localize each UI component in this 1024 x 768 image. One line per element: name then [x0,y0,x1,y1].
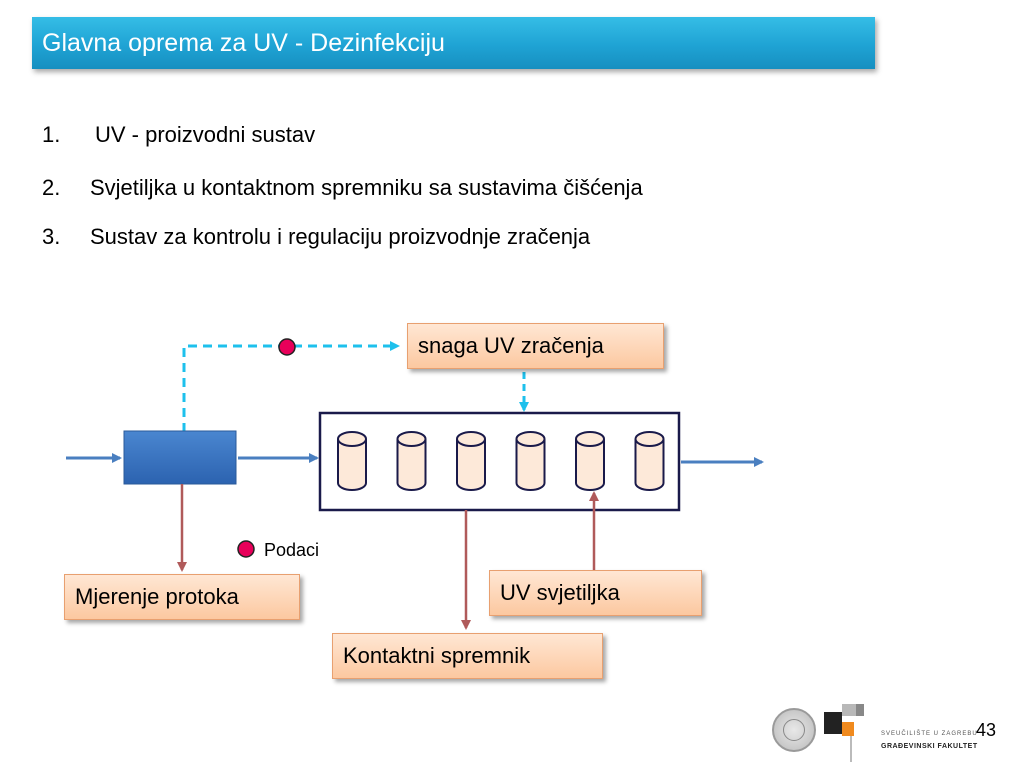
page-number: 43 [976,720,997,740]
uv-lamps-group [337,431,665,491]
list-text: Svjetiljka u kontaktnom spremniku sa sus… [90,175,643,200]
list-text: UV - proizvodni sustav [95,122,316,147]
title-bar: Glavna oprema za UV - Dezinfekciju [32,17,875,69]
list-number: 2. [42,175,61,200]
list-item-2: 2. Svjetiljka u kontaktnom spremniku sa … [42,175,842,203]
uv-lamp-body [456,439,486,491]
data-dot-icon [278,338,296,356]
list-item-3: 3. Sustav za kontrolu i regulaciju proiz… [42,224,842,252]
uv-lamp-cap [634,431,665,447]
uv-lamp-cap [575,431,605,447]
uv-lamp-body [396,439,427,491]
uv-lamp-body [634,439,665,491]
footer-logos: SVEUČILIŠTE U ZAGREBU GRAĐEVINSKI FAKULT… [770,700,980,762]
flow-measurement-label: Mjerenje protoka [64,574,300,620]
legend-data-dot-icon [237,540,255,558]
faculty-name: GRAĐEVINSKI FAKULTET [881,743,978,750]
uv-lamp-cap [396,431,427,447]
uv-lamp-body [515,439,546,491]
uv-power-label: snaga UV zračenja [407,323,664,369]
uv-lamp-cap [456,431,486,447]
list-text: Sustav za kontrolu i regulaciju proizvod… [90,224,591,249]
slide-title: Glavna oprema za UV - Dezinfekciju [42,29,445,57]
contact-tank [318,411,681,512]
uv-lamp-cap [337,431,367,447]
university-seal-icon [772,708,816,752]
faculty-logo-icon [824,704,864,762]
uv-lamp-body [575,439,605,491]
uv-production-unit [123,430,237,485]
contact-tank-label: Kontaktni spremnik [332,633,603,679]
data-line [182,341,400,432]
uv-lamp-body [337,439,367,491]
uv-lamp-cap [515,431,546,447]
list-item-1: 1. UV - proizvodni sustav [42,122,542,150]
legend-data-label: Podaci [264,540,320,560]
university-name: SVEUČILIŠTE U ZAGREBU [881,731,978,737]
list-number: 1. [42,122,61,147]
list-number: 3. [42,224,61,249]
uv-lamp-label: UV svjetiljka [489,570,702,616]
